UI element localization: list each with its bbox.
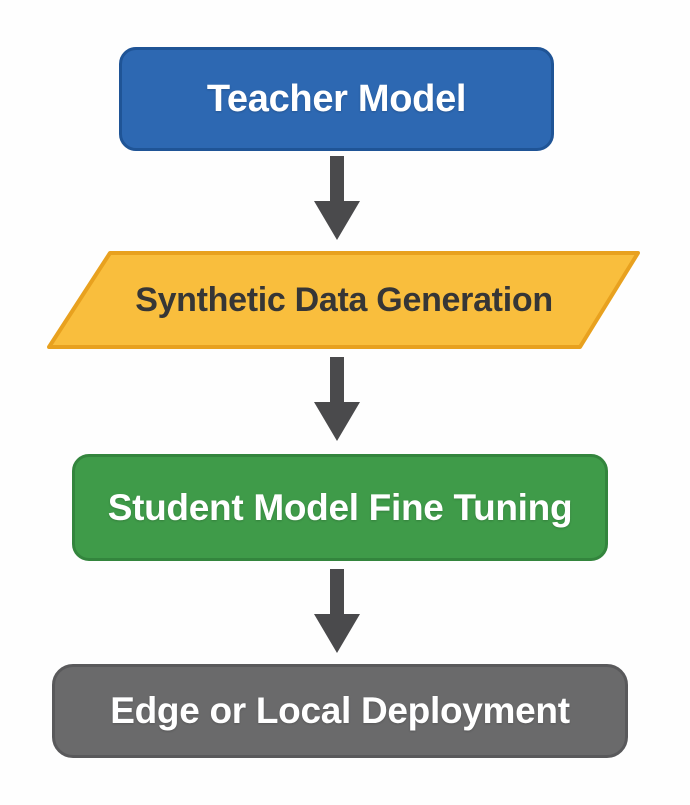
node-teacher-model: Teacher Model xyxy=(119,47,554,151)
node-synthetic-data-generation xyxy=(47,251,640,349)
node-student-model-fine-tuning-label: Student Model Fine Tuning xyxy=(107,486,573,528)
down-arrow-shape xyxy=(314,569,360,653)
down-arrow-shape xyxy=(314,357,360,441)
node-teacher-model-label: Teacher Model xyxy=(206,77,467,120)
down-arrow-icon xyxy=(314,156,360,240)
node-edge-or-local-deployment: Edge or Local Deployment xyxy=(52,664,628,758)
down-arrow-shape xyxy=(314,156,360,240)
node-edge-or-local-deployment-label: Edge or Local Deployment xyxy=(110,690,570,731)
down-arrow-icon xyxy=(314,357,360,441)
down-arrow-icon xyxy=(314,569,360,653)
parallelogram-shape xyxy=(47,251,640,349)
node-student-model-fine-tuning: Student Model Fine Tuning xyxy=(72,454,608,561)
